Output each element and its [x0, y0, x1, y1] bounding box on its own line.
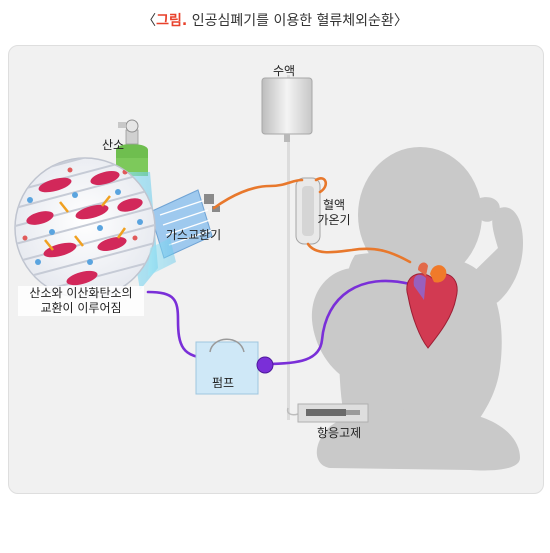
- iv-pole: [287, 75, 290, 420]
- label-pump: 펌프: [212, 376, 235, 390]
- red-blood-cells: [26, 171, 143, 286]
- heart-icon: [406, 262, 458, 349]
- saline-bag-icon: [261, 77, 313, 142]
- label-blood-warmer: 혈액 가온기: [312, 198, 356, 228]
- label-gas-exchange-note: 산소와 이산화탄소의 교환이 이루어짐: [18, 286, 144, 316]
- caption-prefix: 〈: [142, 13, 157, 29]
- label-anticoagulant: 항응고제: [317, 426, 362, 440]
- label-exchange-line2: 교환이 이루어짐: [40, 301, 122, 315]
- venous-tubing: [212, 177, 412, 264]
- caption-highlight: 그림.: [156, 13, 188, 29]
- label-blood-warmer-line2: 가온기: [317, 213, 351, 227]
- blood-warmer-icon: [295, 177, 321, 245]
- label-oxygen: 산소: [102, 138, 125, 152]
- figure-caption: 〈그림. 인공심폐기를 이용한 혈류체외순환〉: [0, 10, 550, 30]
- magnifier-cone-lower: [148, 238, 176, 276]
- label-saline: 수액: [273, 64, 296, 78]
- label-blood-warmer-line1: 혈액: [322, 198, 346, 212]
- patient-silhouette: [311, 147, 523, 471]
- label-exchange-line1: 산소와 이산화탄소의: [29, 286, 133, 300]
- caption-text: 인공심폐기를 이용한 혈류체외순환〉: [187, 13, 408, 29]
- label-gas-exchanger: 가스교환기: [166, 228, 222, 242]
- anticoagulant-syringe-icon: [286, 403, 369, 423]
- oxygen-tank-icon: [116, 119, 148, 176]
- pump-icon: [195, 338, 274, 395]
